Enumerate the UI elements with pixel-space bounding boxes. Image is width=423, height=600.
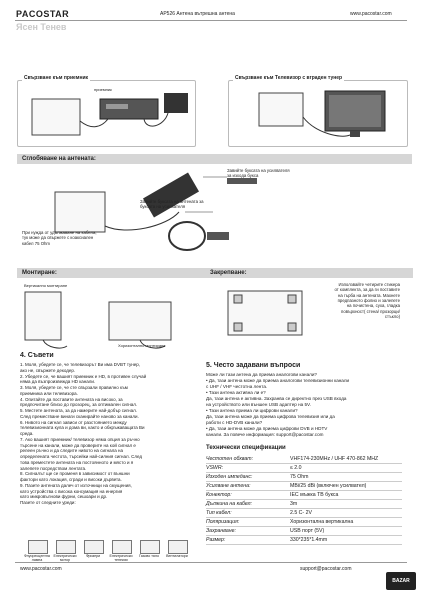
tips-list: 1. Моля, убедете се, че телевизорът Ви и… bbox=[20, 362, 200, 506]
spec-row: Честотен обхват:VHF174-230MHz / UHF 470-… bbox=[206, 455, 402, 464]
faq-line: с UHF / VHF честотна лента. bbox=[206, 383, 268, 389]
connection-diagram bbox=[54, 172, 257, 251]
spec-row: Тип кабел:2.5 C- 2V bbox=[206, 509, 402, 518]
tip-line: като устройства с висока консумация на е… bbox=[20, 488, 123, 494]
faq-line: канали. За повече информация: support@pa… bbox=[206, 431, 324, 437]
spec-row: Размер:330*235*1.4mm bbox=[206, 536, 402, 545]
gas-appliance-icon bbox=[140, 540, 160, 554]
tip-line: търсене на канали, може да проверите на … bbox=[20, 442, 136, 448]
tip-line: 7. Ако вашият приемник/ телевизор няма о… bbox=[20, 436, 140, 442]
faq-line: • Да, тази антена може да приема аналого… bbox=[206, 377, 350, 383]
faq-line: • Тази антена приема ли цифрови канали? bbox=[206, 407, 298, 413]
header-divider bbox=[15, 20, 407, 21]
tip-line: 6. Нивото на сигнал зависи от разстояние… bbox=[20, 419, 127, 425]
tip-line: предпочитане близо до прозорец, за оптим… bbox=[20, 402, 138, 408]
spec-row: Дължина на кабел:3m bbox=[206, 500, 402, 509]
vertical-mount-label: Вертикално монтиране bbox=[24, 283, 68, 288]
receiver-panel-title: Свързване към приемник bbox=[22, 75, 91, 82]
tip-line: определената честота, търсейки най-силни… bbox=[20, 454, 143, 459]
faq-title: 5. Често задавани въпроси bbox=[206, 362, 301, 369]
tips-title: 4. Съвети bbox=[20, 352, 54, 359]
motor-icon bbox=[56, 540, 76, 554]
tip-line: 2. Убедете се, че вашият приемник е HD, … bbox=[20, 373, 147, 379]
tip-line: Пазете от следните уреди: bbox=[20, 500, 76, 505]
tip-line: 5. Местете антената, за да намерите най-… bbox=[20, 408, 138, 413]
tip-line: това преместете антената на постоянното … bbox=[20, 459, 134, 465]
spec-row: Усилване антена:MBi/25 dBi (включен усил… bbox=[206, 482, 402, 491]
receiver-label: приемник bbox=[94, 87, 112, 92]
footer-email: support@pacostar.com bbox=[300, 566, 352, 572]
appliance-fan: Вентилатори bbox=[166, 540, 190, 558]
heater-icon bbox=[112, 540, 132, 554]
faq-line: Да, тази антена е активна. Захранва се д… bbox=[206, 395, 347, 401]
fixing-title: Закрепване: bbox=[205, 268, 413, 278]
callout-extend-cable: При нужда от удължаване на кабела, тук м… bbox=[22, 230, 97, 246]
bazar-badge[interactable]: BAZAR bbox=[386, 572, 416, 590]
freezer-icon bbox=[84, 540, 104, 554]
connection-title: Сглобяване на антената: bbox=[17, 154, 412, 164]
specs-table: Честотен обхват:VHF174-230MHz / UHF 470-… bbox=[206, 455, 402, 545]
tip-line: релеен ръчно и да следите нивото на сигн… bbox=[20, 448, 123, 454]
brand-logo: PACOSTAR bbox=[16, 9, 70, 19]
fixing-text: Използвайте четирите стикера от комплект… bbox=[334, 282, 400, 320]
receiver-panel: Свързване към приемник приемник bbox=[17, 75, 196, 147]
fixing-diagram bbox=[227, 290, 303, 336]
mounting-title: Монтиране: bbox=[17, 268, 207, 278]
header-url: www.pacostar.com bbox=[350, 11, 392, 17]
callout-antenna-amplifier: Завийте буксата на антената за буксата н… bbox=[140, 199, 204, 210]
tip-line: 1. Моля, убедете се, че телевизорът Ви и… bbox=[20, 362, 141, 367]
fluorescent-lamp-icon bbox=[28, 540, 48, 554]
spec-row: Изходен импеданс:75 Ohm bbox=[206, 473, 402, 482]
receiver-diagram bbox=[31, 93, 188, 136]
horizontal-mount-label: Хоризонтално монтиране bbox=[118, 343, 166, 348]
tv-panel: Свързване към Телевизор с вграден тунер bbox=[228, 75, 408, 147]
tip-line: След преместване винаги сканирайте нанов… bbox=[20, 413, 139, 419]
faq-line: Може ли тази антена да приема аналогови … bbox=[206, 372, 317, 377]
faq-line: Да, тази антена може да приема цифрова т… bbox=[206, 413, 335, 419]
footer-url: www.pacostar.com bbox=[20, 566, 62, 572]
tip-line: няма да възпроизвежда HD канали. bbox=[20, 379, 96, 385]
specs-title: Технически спецификации bbox=[206, 445, 286, 451]
faq-line: на устройството или външен USB адаптер н… bbox=[206, 401, 311, 407]
tip-line: 9. Пазете антената далеч от източници на… bbox=[20, 482, 132, 488]
tv-diagram bbox=[258, 90, 386, 137]
tip-line: фактори като локация, сгради и високи дъ… bbox=[20, 477, 122, 482]
faq-list: Може ли тази антена да приема аналогови … bbox=[206, 372, 406, 438]
tip-line: приемника или телевизора. bbox=[20, 390, 78, 396]
faq-line: • Да, тази антена може да приема цифрови… bbox=[206, 425, 328, 431]
fan-icon bbox=[168, 540, 188, 554]
callout-amplifier-cable: Завийте буксата на усилвателя за изхода … bbox=[227, 168, 290, 179]
appliance-heater: Електрически тенекии bbox=[109, 540, 134, 562]
mounting-diagram bbox=[24, 291, 172, 349]
tip-line: среда. bbox=[20, 431, 34, 436]
tip-line: залепете посредством лентата. bbox=[20, 465, 87, 471]
spec-row: Захранване:USB порт (5V) bbox=[206, 527, 402, 536]
document-title: AP526 Антена вътрешна антена bbox=[160, 11, 235, 17]
appliance-fluorescent: Флуоресцентна лампа bbox=[24, 540, 50, 562]
footer-divider bbox=[15, 562, 407, 563]
spec-row: Поляризация:Хоризонтална вертикална bbox=[206, 518, 402, 527]
tip-line: ако не, свържете декодер. bbox=[20, 367, 76, 373]
appliance-freezer: Фризери bbox=[84, 540, 106, 558]
faq-line: • Тази антена активна ли е? bbox=[206, 389, 266, 395]
watermark: Ясен Тенев bbox=[16, 22, 67, 32]
spec-row: VSWR:≤ 2.0 bbox=[206, 464, 402, 473]
tip-line: 3. Моля, убедете се, че сте свързали пра… bbox=[20, 385, 128, 390]
faq-line: работи с HD-DVB канали? bbox=[206, 419, 263, 425]
appliance-gas: Газово тяло bbox=[139, 540, 162, 558]
tip-line: телевизионната кула и дома ви, както и о… bbox=[20, 425, 145, 431]
tip-line: като микровълнови фурни, сешоари и др. bbox=[20, 494, 108, 500]
spec-row: Конектор:IEC мъжка ТВ букса bbox=[206, 491, 402, 500]
tip-line: 8. Сигналът ще се променя в зависимост о… bbox=[20, 471, 130, 477]
appliance-motor: Електрически мотор bbox=[53, 540, 78, 562]
tv-panel-title: Свързване към Телевизор с вграден тунер bbox=[233, 75, 345, 82]
tip-line: 4. Опитайте да поставите антената на вис… bbox=[20, 396, 123, 402]
